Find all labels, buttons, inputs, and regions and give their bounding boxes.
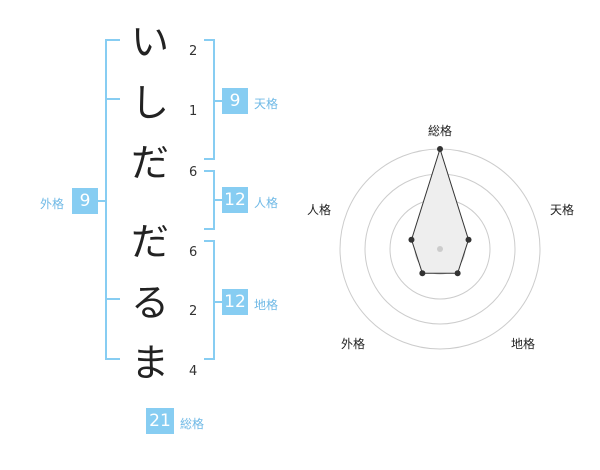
name-char-6: ま [130, 341, 169, 385]
soukaku-value-badge: 21 [146, 408, 174, 434]
stroke-count-3: 6 [189, 165, 198, 180]
gaikaku-label: 外格 [40, 197, 65, 211]
radar-point-1 [437, 146, 443, 152]
tenkaku-value-badge: 9 [222, 88, 248, 114]
radar-axis-label-soukaku: 総格 [428, 124, 453, 138]
radar-center-point [437, 246, 443, 252]
radar-point-4 [419, 270, 426, 277]
stroke-count-1: 2 [189, 44, 198, 59]
radar-axis-label-tenkaku: 天格 [550, 203, 575, 217]
radar-point-5 [408, 236, 415, 243]
name-char-2: し [130, 81, 169, 125]
name-char-4: だ [130, 220, 169, 264]
jinkaku-value-badge: 12 [222, 187, 248, 213]
chikaku-bracket [204, 240, 215, 360]
gaikaku-value-badge: 9 [72, 188, 98, 214]
radar-point-3 [454, 270, 461, 277]
soukaku-label: 総格 [180, 417, 205, 431]
stroke-count-5: 2 [189, 304, 198, 319]
radar-axis-label-jinkaku: 人格 [307, 203, 332, 217]
tenkaku-bracket [204, 39, 215, 160]
stroke-count-6: 4 [189, 364, 198, 379]
chikaku-value-badge: 12 [222, 289, 248, 315]
name-char-1: い [130, 20, 169, 64]
radar-axis-label-gaikaku: 外格 [341, 337, 366, 351]
stroke-count-2: 1 [189, 104, 198, 119]
radar-point-2 [465, 236, 472, 243]
radar-axis-label-chikaku: 地格 [511, 337, 536, 351]
jinkaku-label: 人格 [254, 196, 279, 210]
tenkaku-label: 天格 [254, 97, 279, 111]
gaikaku-bracket [105, 39, 120, 360]
name-char-5: る [130, 281, 169, 325]
radar-polygon [410, 147, 470, 274]
stroke-count-4: 6 [189, 245, 198, 260]
chikaku-label: 地格 [254, 298, 279, 312]
name-char-3: だ [130, 141, 169, 185]
